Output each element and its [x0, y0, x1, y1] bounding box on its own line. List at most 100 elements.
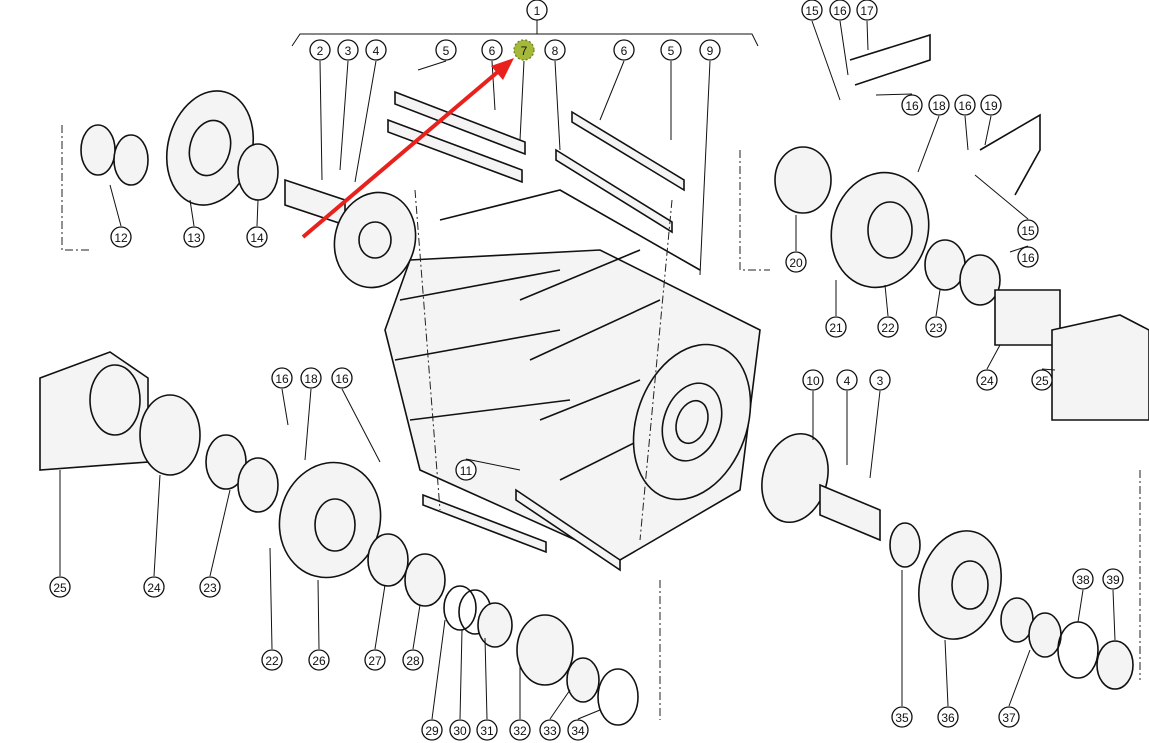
- callout-number: 15: [805, 4, 819, 18]
- callout-15: 15: [801, 0, 823, 21]
- callout-number: 30: [453, 724, 467, 738]
- callout-circle: [364, 649, 386, 671]
- callout-33: 33: [539, 719, 561, 741]
- callout-36: 36: [937, 706, 959, 728]
- leader-line: [431, 619, 446, 720]
- callout-number: 12: [114, 231, 128, 245]
- callout-number: 15: [1021, 224, 1035, 238]
- callout-number: 10: [806, 374, 820, 388]
- callout-number: 34: [571, 724, 585, 738]
- callout-circle: [539, 719, 561, 741]
- leader-line: [209, 489, 231, 577]
- leader-line: [599, 60, 625, 121]
- callout-22: 22: [877, 316, 899, 338]
- callout-circle: [925, 316, 947, 338]
- callout-number: 20: [789, 256, 803, 270]
- callout-number: 16: [905, 99, 919, 113]
- right-lower-hub-shaft: [761, 432, 1134, 690]
- drum-rotor: [384, 189, 761, 561]
- callout-16: 16: [271, 367, 293, 389]
- leader-line: [256, 199, 259, 227]
- callout-24: 24: [143, 576, 165, 598]
- left-hub-shaft: [80, 90, 417, 289]
- leader-line: [917, 115, 940, 173]
- callout-16: 16: [331, 367, 353, 389]
- leader-line: [484, 637, 488, 720]
- callout-39: 39: [1102, 568, 1124, 590]
- callout-number: 28: [406, 654, 420, 668]
- callout-circle: [785, 251, 807, 273]
- leader-line: [519, 60, 525, 141]
- leader-line: [944, 639, 949, 707]
- callout-6: 6: [613, 39, 635, 61]
- callout-16: 16: [954, 94, 976, 116]
- callout-circle: [421, 719, 443, 741]
- callout-number: 16: [958, 99, 972, 113]
- callout-circle: [829, 0, 851, 21]
- callout-9: 9: [699, 39, 721, 61]
- callout-25: 25: [49, 576, 71, 598]
- leader-line: [549, 689, 571, 720]
- callout-number: 18: [304, 372, 318, 386]
- red-pointer-arrow: [301, 58, 514, 239]
- callout-17: 17: [856, 0, 878, 21]
- callout-16: 16: [901, 94, 923, 116]
- callout-number: 24: [980, 374, 994, 388]
- callout-13: 13: [183, 226, 205, 248]
- leader-line: [884, 284, 889, 317]
- callout-circle: [937, 706, 959, 728]
- callout-10: 10: [802, 369, 824, 391]
- callout-number: 25: [1035, 374, 1049, 388]
- leader-line: [304, 388, 312, 461]
- callout-circle: [331, 367, 353, 389]
- leader-line: [412, 604, 421, 650]
- callout-34: 34: [567, 719, 589, 741]
- callout-4: 4: [836, 369, 858, 391]
- callout-3: 3: [869, 369, 891, 391]
- leader-line: [339, 60, 349, 171]
- callout-circle: [49, 576, 71, 598]
- leader-line: [317, 579, 320, 650]
- callout-number: 22: [881, 321, 895, 335]
- callout-30: 30: [449, 719, 471, 741]
- callout-number: 33: [543, 724, 557, 738]
- callout-circle: [476, 719, 498, 741]
- callout-number: 1: [534, 4, 541, 18]
- leader-line: [699, 60, 711, 276]
- callout-number: 7: [521, 44, 528, 58]
- callout-circle: [801, 0, 823, 21]
- callout-circle: [825, 316, 847, 338]
- leader-line: [374, 584, 386, 650]
- callout-circle: [1017, 246, 1039, 268]
- leader-line: [269, 547, 273, 650]
- callout-circle: [449, 719, 471, 741]
- callout-circle: [526, 0, 548, 21]
- callout-number: 4: [844, 374, 851, 388]
- callout-2: 2: [309, 39, 331, 61]
- callout-number: 26: [312, 654, 326, 668]
- callout-circle: [455, 459, 477, 481]
- callout-circle: [980, 94, 1002, 116]
- callout-29: 29: [421, 719, 443, 741]
- callout-circle: [1017, 219, 1039, 241]
- leader-line: [577, 709, 601, 720]
- callout-23: 23: [199, 576, 221, 598]
- leader-line: [875, 93, 913, 96]
- callout-number: 23: [929, 321, 943, 335]
- callout-number: 14: [250, 231, 264, 245]
- callout-circle: [183, 226, 205, 248]
- callout-number: 29: [425, 724, 439, 738]
- callout-number: 25: [53, 581, 67, 595]
- callout-number: 38: [1076, 573, 1090, 587]
- callout-22: 22: [261, 649, 283, 671]
- callout-circle: [1072, 568, 1094, 590]
- callout-circle: [199, 576, 221, 598]
- callout-8: 8: [544, 39, 566, 61]
- callout-number: 9: [707, 44, 714, 58]
- callout-16: 16: [829, 0, 851, 21]
- callout-circle: [271, 367, 293, 389]
- callout-19: 19: [980, 94, 1002, 116]
- callout-number: 31: [480, 724, 494, 738]
- callout-circle: [337, 39, 359, 61]
